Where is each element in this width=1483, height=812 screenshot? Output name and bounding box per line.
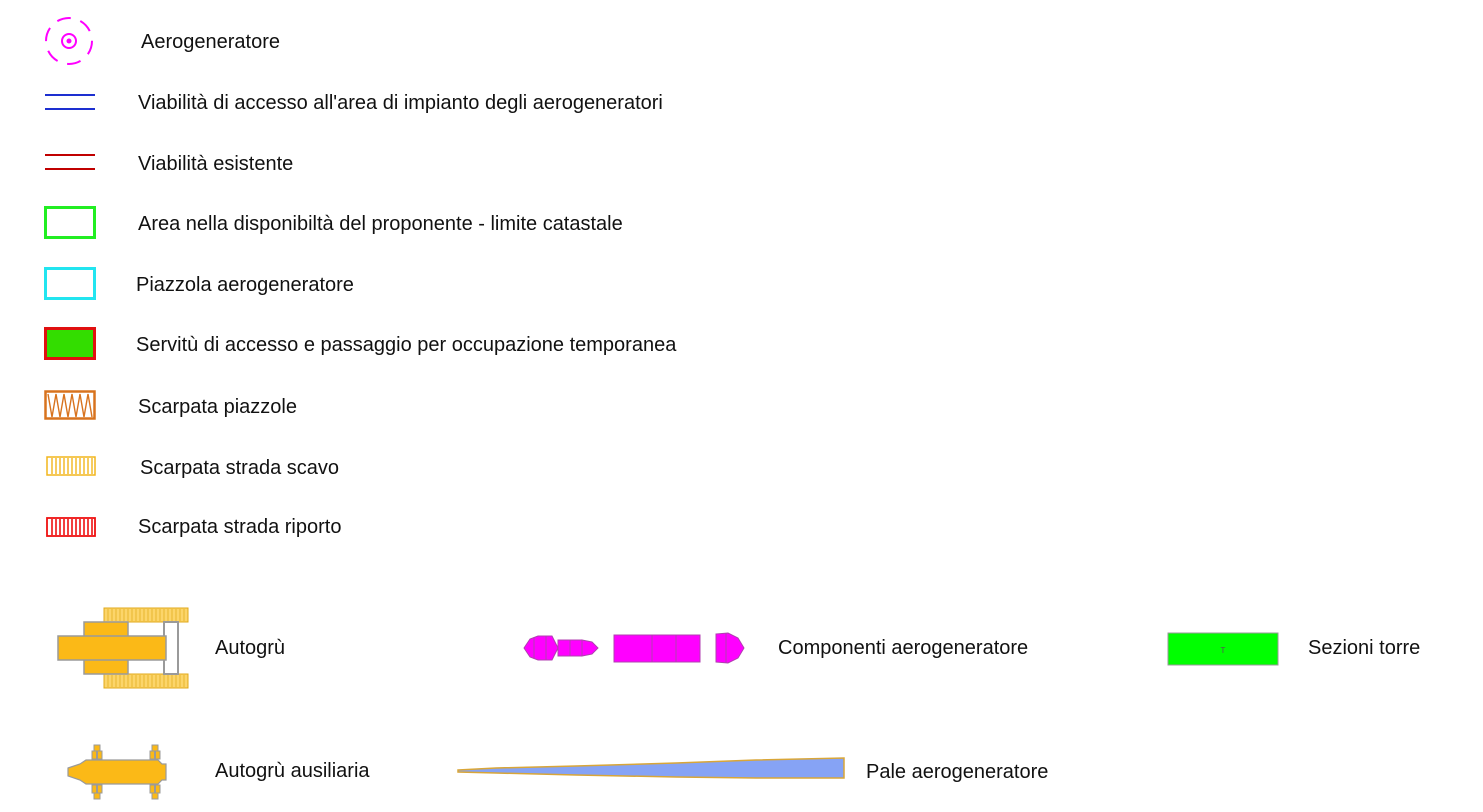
turbine-components-icon <box>522 628 758 672</box>
equipment-label-components: Componenti aerogeneratore <box>778 637 1029 659</box>
legend-label-easement: Servitù di accesso e passaggio per occup… <box>136 334 677 356</box>
legend-label-aerogeneratore: Aerogeneratore <box>141 31 280 53</box>
easement-filled-rect-icon <box>44 327 98 361</box>
tower-mark: T <box>1221 646 1226 655</box>
wind-turbine-symbol-icon <box>42 16 98 68</box>
equipment-label-crane: Autogrù <box>215 637 286 659</box>
pad-slope-hatch-icon <box>44 390 98 422</box>
equipment-label-aux-crane: Autogrù ausiliaria <box>215 760 370 782</box>
crane-icon <box>56 606 192 692</box>
existing-road-line-icon <box>45 153 97 173</box>
fill-slope-hatch-icon <box>46 517 98 539</box>
cut-slope-hatch-icon <box>46 456 98 478</box>
legend-label-pad-slope: Scarpata piazzole <box>138 396 297 418</box>
access-road-line-icon <box>45 93 97 113</box>
turbine-pad-rect-icon <box>44 267 98 301</box>
legend-label-existing-road: Viabilità esistente <box>138 153 294 175</box>
legend-label-access-road: Viabilità di accesso all'area di impiant… <box>138 92 663 114</box>
legend-label-cadastral-area: Area nella disponibiltà del proponente -… <box>138 213 623 235</box>
legend-label-turbine-pad: Piazzola aerogeneratore <box>136 274 354 296</box>
equipment-label-blade: Pale aerogeneratore <box>866 761 1049 783</box>
legend-label-cut-slope: Scarpata strada scavo <box>140 457 339 479</box>
legend-label-fill-slope: Scarpata strada riporto <box>138 516 342 538</box>
equipment-label-tower: Sezioni torre <box>1308 637 1421 659</box>
blade-icon <box>456 756 848 786</box>
tower-section-icon: T <box>1167 632 1281 668</box>
auxiliary-crane-icon <box>66 744 172 800</box>
cadastral-limit-rect-icon <box>44 206 98 240</box>
